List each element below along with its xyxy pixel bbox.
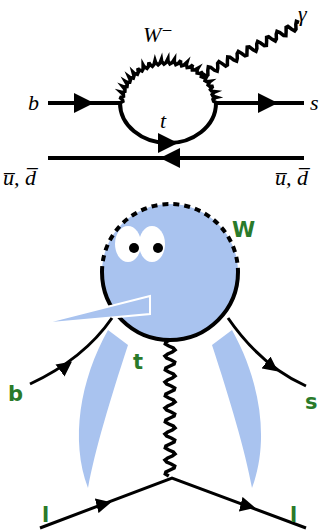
w-loop	[102, 204, 238, 272]
particle-label: s	[305, 392, 318, 413]
penguin-pupil	[129, 243, 139, 253]
penguin-wing	[79, 330, 128, 488]
top-propagator	[120, 103, 168, 143]
w-propagator	[120, 59, 217, 103]
particle-label: W	[232, 220, 255, 241]
antiquark-line	[48, 156, 174, 160]
fermion-line	[48, 101, 84, 105]
penguin-eye	[139, 226, 165, 262]
s-line	[228, 318, 306, 386]
particle-label: l	[290, 505, 297, 526]
penguin-head	[102, 204, 238, 340]
antiquark-line	[170, 156, 304, 160]
particle-label: b	[8, 384, 23, 405]
top-propagator	[165, 103, 216, 143]
lepton-line	[40, 478, 306, 528]
particle-label: t	[160, 110, 166, 132]
particle-label: s	[310, 92, 319, 114]
arrow-head	[62, 366, 66, 369]
arrow-head	[268, 364, 272, 367]
penguin-diagram	[30, 204, 306, 528]
particle-label: γ	[298, 3, 307, 25]
particle-label: t	[133, 352, 143, 373]
arrow-head	[244, 505, 248, 506]
penguin-beak	[40, 296, 150, 324]
photon-line	[203, 21, 299, 76]
penguin-eye	[115, 226, 141, 262]
gluon-line	[165, 340, 175, 476]
fermion-line	[80, 101, 120, 105]
fermion-line	[216, 101, 268, 105]
box-diagram	[48, 103, 304, 158]
arrow-head	[100, 504, 104, 505]
penguin-wing	[212, 330, 261, 488]
particle-label: l	[42, 505, 49, 526]
particle-label: b	[28, 92, 39, 114]
particle-label: u̅, d̅	[3, 167, 36, 189]
particle-label: W⁻	[143, 24, 173, 46]
b-line	[30, 318, 112, 384]
fermion-line	[264, 101, 304, 105]
penguin-pupil	[153, 243, 163, 253]
particle-label: u̅, d̅	[275, 167, 308, 189]
